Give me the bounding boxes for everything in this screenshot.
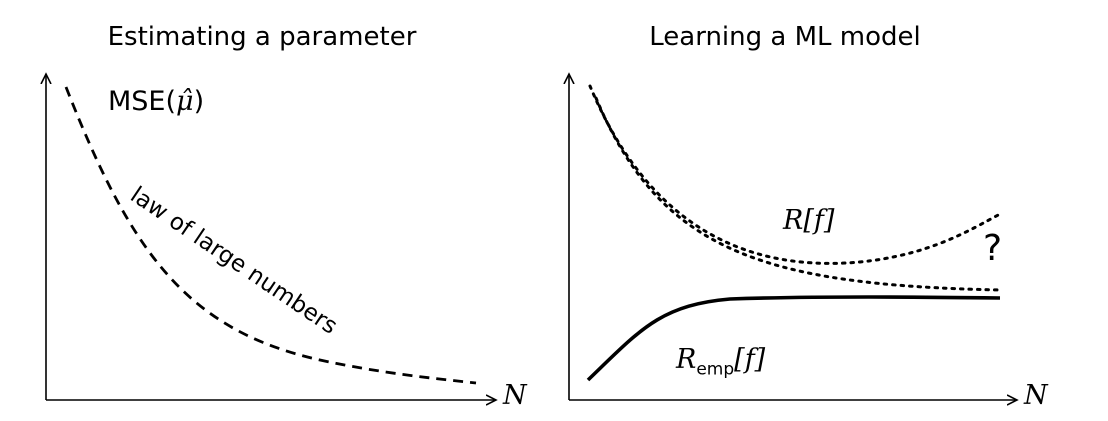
empirical-risk-label-sub: emp [696, 359, 735, 380]
true-risk-curve-upper [588, 84, 1002, 265]
mse-label-text: MSE( [108, 86, 177, 117]
right-panel-title: Learning a ML model [649, 22, 921, 52]
empirical-risk-label-main: R [676, 344, 697, 375]
mse-label-close: ) [193, 86, 205, 117]
left-panel-title: Estimating a parameter [107, 22, 417, 52]
true-risk-label: R[f] [783, 205, 835, 236]
right-axes [569, 74, 1017, 400]
right-x-axis-label: N [1024, 380, 1048, 411]
true-risk-curve-lower [594, 96, 1002, 292]
mse-curve [64, 86, 477, 385]
uncertainty-question-mark: ? [983, 228, 1003, 269]
mse-label-symbol: μ̂ [176, 86, 194, 117]
empirical-risk-curve [586, 295, 1001, 382]
left-x-axis-label: N [503, 380, 527, 411]
empirical-risk-label-tail: [f] [734, 344, 766, 375]
empirical-risk-label: Remp[f] [676, 344, 765, 379]
mse-label: MSE(μ̂) [108, 86, 204, 117]
left-axes [46, 74, 496, 400]
